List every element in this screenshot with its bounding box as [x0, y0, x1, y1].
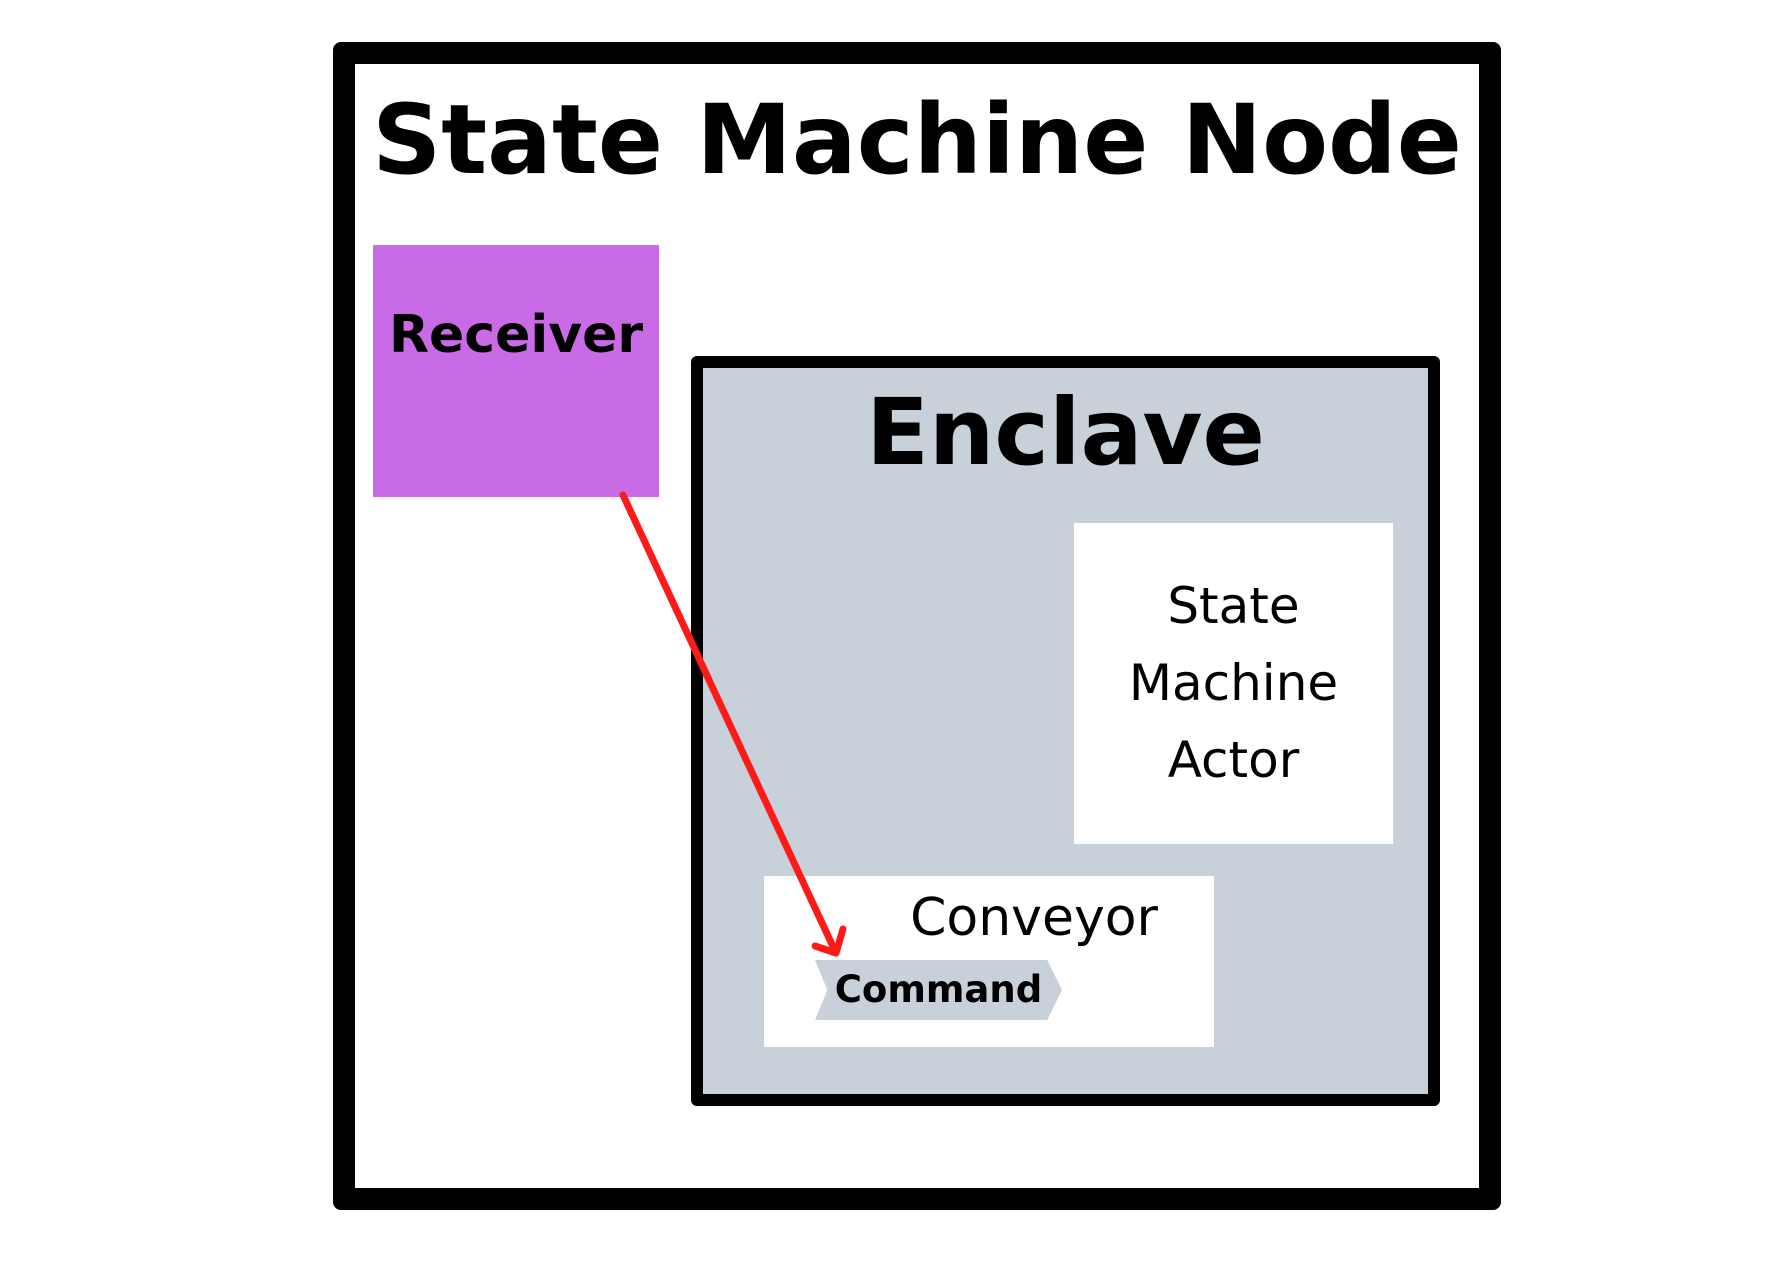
- receiver-label: Receiver: [388, 305, 644, 365]
- actor-label-line: Actor: [1167, 731, 1300, 789]
- actor-label-line: State: [1167, 577, 1300, 635]
- state-machine-actor-box: State Machine Actor: [1074, 523, 1393, 844]
- actor-label: State Machine Actor: [1084, 568, 1384, 799]
- enclave-title: Enclave: [866, 379, 1265, 486]
- command-chevron: [815, 960, 1062, 1020]
- receiver-box: Receiver: [373, 245, 659, 497]
- node-title: State Machine Node: [372, 84, 1462, 196]
- actor-label-line: Machine: [1128, 654, 1339, 712]
- conveyor-label: Conveyor: [910, 888, 1158, 948]
- command-label: Command: [834, 968, 1043, 1011]
